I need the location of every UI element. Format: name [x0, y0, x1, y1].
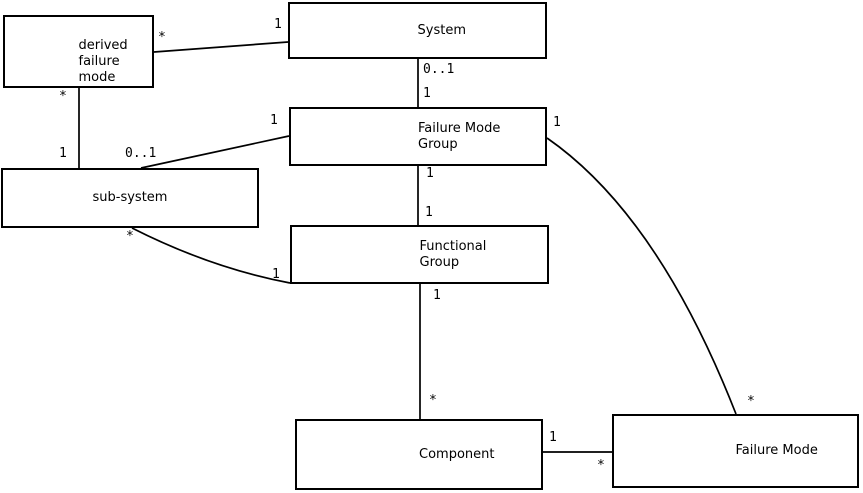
relationship-line-failure-mode-group-sub-system — [140, 135, 290, 169]
multiplicity-label: 1 — [59, 146, 67, 161]
multiplicity-label: 1 — [272, 267, 280, 282]
multiplicity-label: * — [429, 393, 437, 408]
entity-failure-mode-group: Failure Mode Group — [289, 107, 547, 166]
entity-functional-group: Functional Group — [290, 225, 549, 284]
entity-label: System — [417, 22, 466, 38]
entity-failure-mode: Failure Mode — [612, 414, 859, 488]
entity-system: System — [288, 2, 547, 59]
relationship-line-sub-system-functional-group — [131, 227, 291, 284]
multiplicity-label: * — [747, 394, 755, 409]
multiplicity-label: 1 — [553, 115, 561, 130]
multiplicity-label: 1 — [270, 113, 278, 128]
entity-component: Component — [295, 419, 543, 490]
multiplicity-label: 0..1 — [423, 62, 455, 77]
multiplicity-label: 1 — [549, 430, 557, 445]
entity-label: derived failure mode — [78, 37, 128, 85]
entity-label: Failure Mode Group — [418, 120, 501, 152]
entity-label: sub-system — [92, 190, 168, 205]
multiplicity-label: 1 — [433, 288, 441, 303]
multiplicity-label: 1 — [423, 86, 431, 101]
multiplicity-label: * — [158, 30, 166, 45]
multiplicity-label: 1 — [426, 166, 434, 181]
entity-label: Component — [419, 446, 495, 462]
multiplicity-label: 1 — [274, 17, 282, 32]
multiplicity-label: * — [126, 229, 134, 244]
multiplicity-label: 1 — [425, 205, 433, 220]
multiplicity-label: * — [59, 89, 67, 104]
entity-label: Functional Group — [419, 238, 487, 270]
multiplicity-label: * — [597, 458, 605, 473]
entity-label: Failure Mode — [735, 443, 818, 458]
relationship-line-derived-failure-mode-system — [153, 41, 289, 53]
entity-derived-failure-mode: derived failure mode — [3, 15, 154, 88]
relationship-line-failure-mode-group-failure-mode — [546, 137, 737, 415]
entity-sub-system: sub-system — [1, 168, 259, 228]
multiplicity-label: 0..1 — [125, 146, 157, 161]
